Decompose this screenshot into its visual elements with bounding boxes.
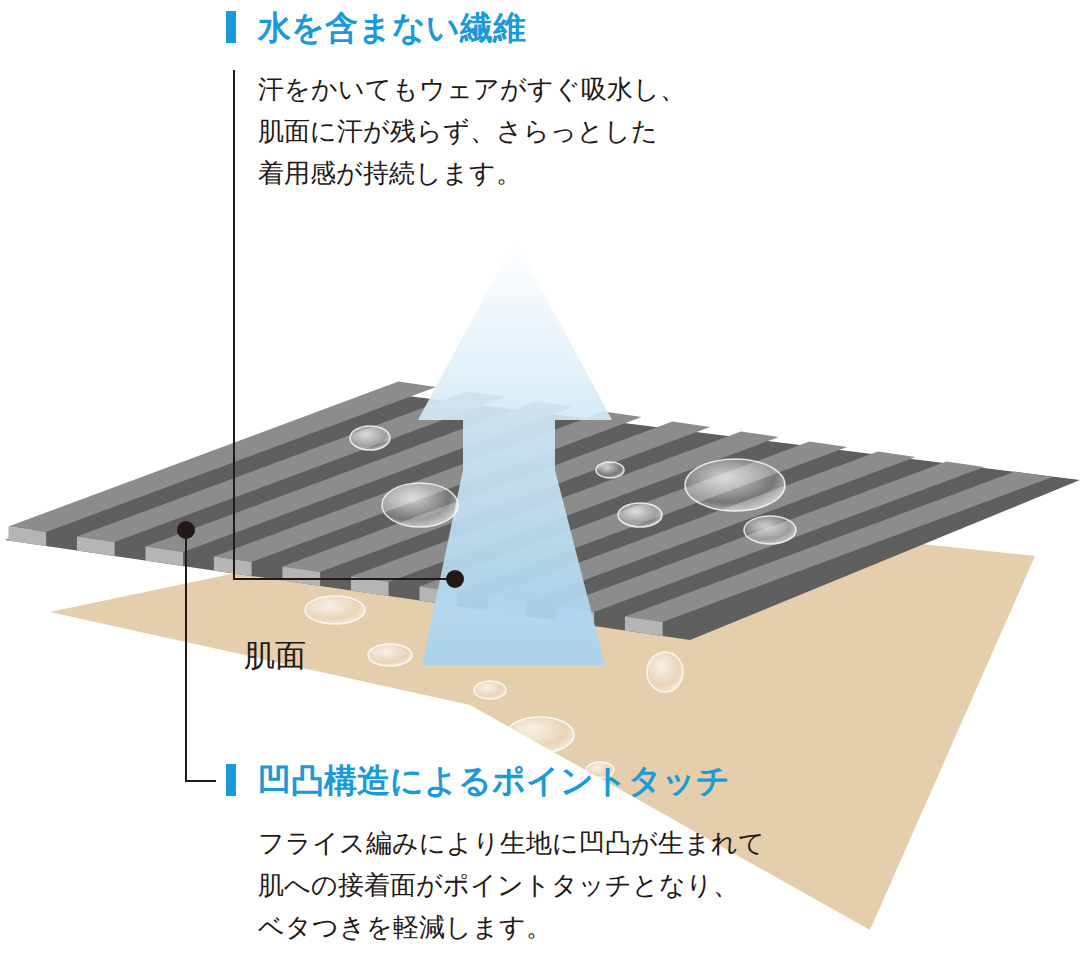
heading: 水を含まない繊維 bbox=[258, 8, 526, 48]
rib-face bbox=[625, 617, 663, 637]
moisture-arrow bbox=[418, 240, 612, 665]
rib-face bbox=[282, 567, 320, 587]
description: フライス編みにより生地に凹凸が生まれて 肌への接着面がポイントタッチとなり、 ベ… bbox=[258, 822, 818, 948]
rib-face bbox=[145, 547, 183, 567]
leader-dot bbox=[446, 570, 464, 588]
heading-bar bbox=[226, 764, 236, 796]
rib-face bbox=[8, 527, 46, 547]
water-droplets bbox=[305, 405, 822, 778]
rib-face bbox=[77, 537, 115, 557]
heading-bar bbox=[226, 11, 236, 43]
part-label: 肌面 bbox=[244, 630, 306, 680]
rib-face bbox=[214, 557, 252, 577]
leader-dot bbox=[177, 521, 195, 539]
description: 汗をかいてもウェアがすぐ吸水し、 肌面に汗が残らず、さらっとした 着用感が持続し… bbox=[258, 68, 728, 194]
heading: 凹凸構造によるポイントタッチ bbox=[258, 761, 730, 801]
